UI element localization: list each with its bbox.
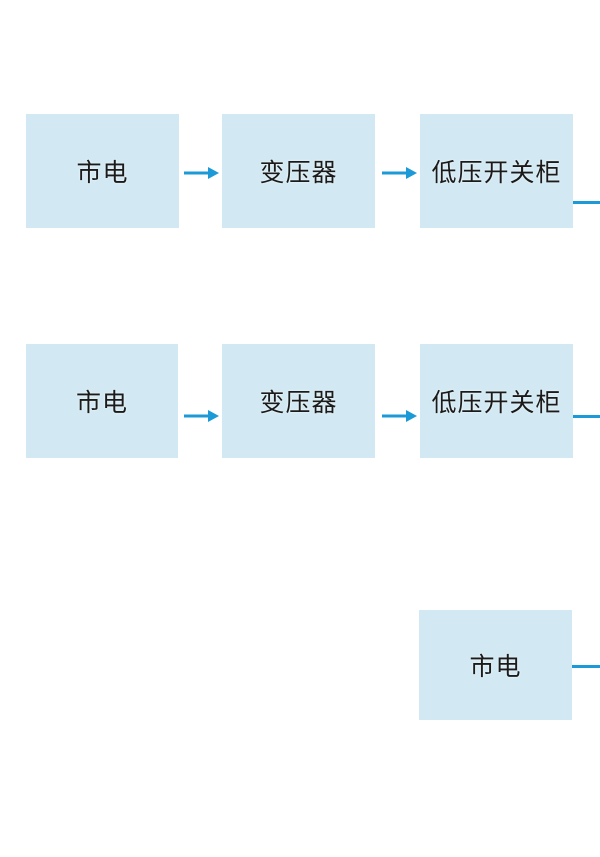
- right-arrow-icon: [382, 167, 417, 179]
- node-row2-mains: 市电: [26, 344, 178, 458]
- node-row1-mains-label: 市电: [76, 159, 129, 187]
- connector-line-row1-offscreen: [573, 201, 600, 204]
- node-row2-lv-switchgear: 低压开关柜: [420, 344, 573, 458]
- node-row3-mains: 市电: [419, 610, 572, 720]
- node-row2-transformer: 变压器: [222, 344, 375, 458]
- node-row1-lv-switchgear: 低压开关柜: [420, 114, 573, 228]
- node-row1-transformer-label: 变压器: [259, 159, 338, 187]
- node-row2-mains-label: 市电: [75, 389, 128, 417]
- node-row2-lv-switchgear-label: 低压开关柜: [431, 389, 562, 417]
- node-row2-transformer-label: 变压器: [259, 389, 338, 417]
- right-arrow-icon: [382, 410, 417, 422]
- node-row1-lv-switchgear-label: 低压开关柜: [431, 159, 562, 187]
- connector-line-row2-offscreen: [573, 415, 600, 418]
- node-row3-mains-label: 市电: [469, 653, 522, 681]
- node-row1-mains: 市电: [26, 114, 179, 228]
- right-arrow-icon: [184, 410, 219, 422]
- connector-line-row3-offscreen: [572, 665, 600, 668]
- right-arrow-icon: [184, 167, 219, 179]
- node-row1-transformer: 变压器: [222, 114, 375, 228]
